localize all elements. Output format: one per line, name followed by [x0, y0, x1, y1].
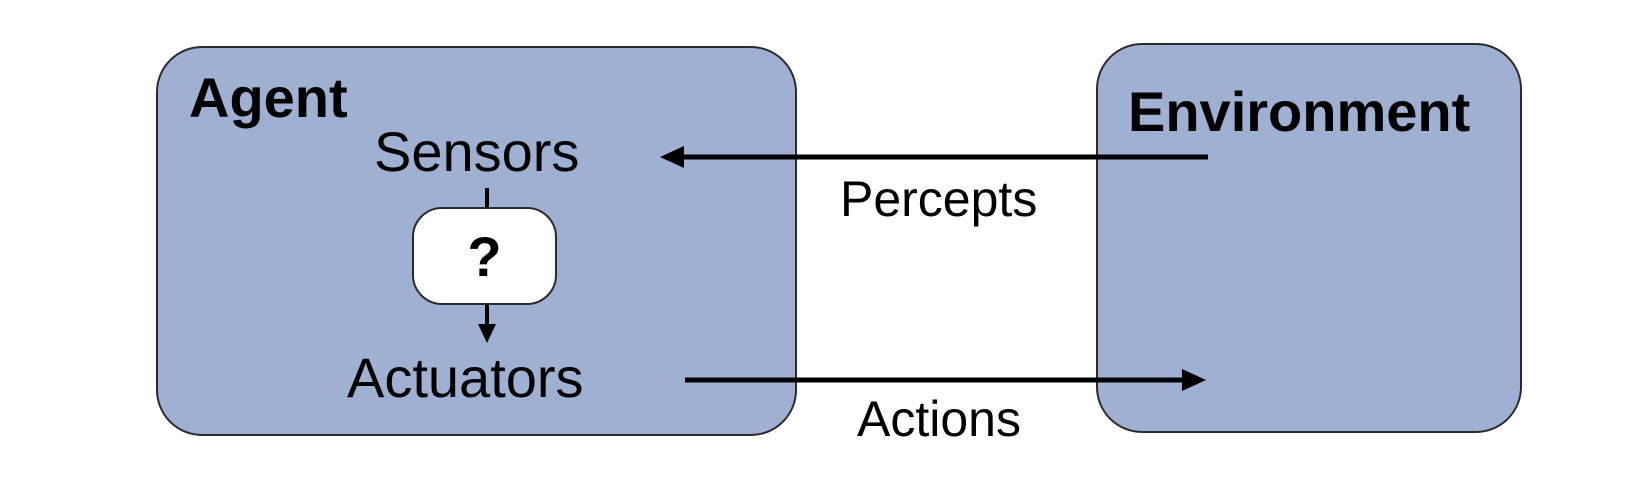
agent-title: Agent — [189, 66, 348, 129]
environment-title: Environment — [1128, 80, 1471, 143]
sensors-label: Sensors — [374, 120, 580, 183]
environment-box — [1096, 43, 1522, 433]
actuators-label: Actuators — [347, 346, 584, 409]
actions-label: Actions — [857, 391, 1021, 447]
decision-box: ? — [412, 207, 557, 305]
percepts-label: Percepts — [840, 171, 1038, 227]
